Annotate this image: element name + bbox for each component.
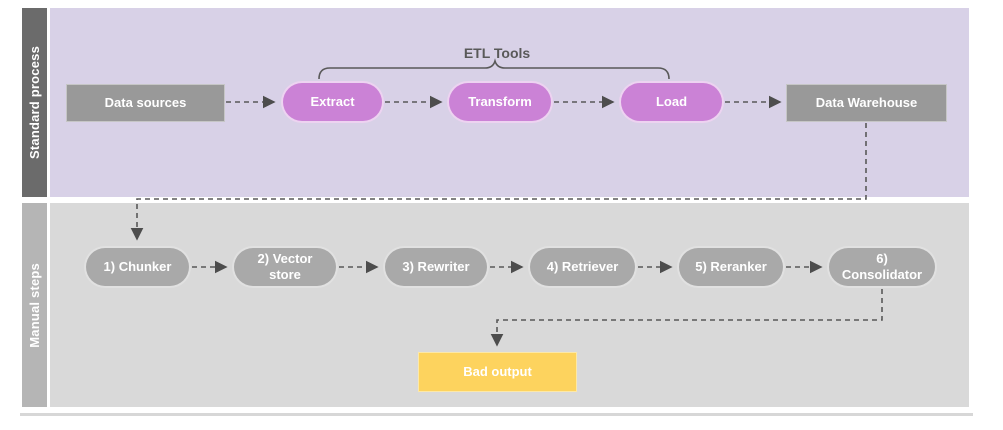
node-data-sources-label: Data sources	[104, 95, 187, 111]
etl-tools-brace	[318, 58, 670, 80]
node-bad-output: Bad output	[418, 352, 577, 392]
node-rewriter: 3) Rewriter	[383, 246, 489, 288]
etl-tools-annotation: ETL Tools	[463, 45, 531, 61]
node-extract-label: Extract	[310, 94, 355, 110]
node-consolidator-label: 6) Consolidator	[841, 251, 923, 282]
arrow-consolidator-badoutput	[490, 289, 883, 347]
node-vector-store: 2) Vector store	[232, 246, 338, 288]
lane-header-manual-steps: Manual steps	[22, 203, 47, 407]
node-data-warehouse-label: Data Warehouse	[815, 95, 918, 111]
bottom-separator-line	[20, 413, 973, 416]
node-transform: Transform	[447, 81, 553, 123]
node-load-label: Load	[655, 94, 688, 110]
node-retriever: 4) Retriever	[528, 246, 637, 288]
node-bad-output-label: Bad output	[463, 364, 532, 380]
node-chunker: 1) Chunker	[84, 246, 191, 288]
node-consolidator: 6) Consolidator	[827, 246, 937, 288]
node-load: Load	[619, 81, 724, 123]
node-data-sources: Data sources	[66, 84, 225, 122]
arrow-warehouse-chunker	[130, 123, 867, 241]
node-data-warehouse: Data Warehouse	[786, 84, 947, 122]
lane-header-standard-process: Standard process	[22, 8, 47, 197]
node-reranker: 5) Reranker	[677, 246, 785, 288]
node-transform-label: Transform	[468, 94, 532, 110]
node-chunker-label: 1) Chunker	[103, 259, 172, 275]
node-rewriter-label: 3) Rewriter	[402, 259, 470, 275]
node-retriever-label: 4) Retriever	[546, 259, 619, 275]
node-extract: Extract	[281, 81, 384, 123]
node-reranker-label: 5) Reranker	[695, 259, 767, 275]
node-vector-store-label: 2) Vector store	[257, 251, 313, 282]
